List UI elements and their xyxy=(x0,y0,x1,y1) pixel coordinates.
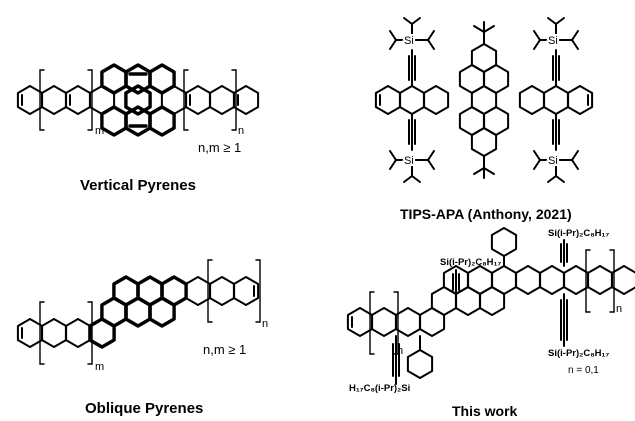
vertical-condition: n,m ≥ 1 xyxy=(198,140,241,155)
tips-si-top-left: Si xyxy=(404,35,414,47)
this-work-structure xyxy=(346,227,635,385)
this-work-subst-left-bottom: H₁₇C₈(i-Pr)₂Si xyxy=(349,383,410,394)
vertical-index-n: n xyxy=(238,125,244,137)
tips-apa-structure xyxy=(374,17,594,183)
oblique-index-n: n xyxy=(262,318,268,330)
this-work-subst-top: Si(i-Pr)₂C₈H₁₇ xyxy=(440,257,501,268)
vertical-pyrene-structure xyxy=(16,63,260,137)
this-work-subst-right-bottom: Si(i-Pr)₂C₈H₁₇ xyxy=(548,348,609,359)
vertical-caption: Vertical Pyrenes xyxy=(80,177,196,194)
oblique-pyrene-structure xyxy=(16,259,261,365)
this-work-index-right: n xyxy=(616,303,622,315)
this-work-condition: n = 0,1 xyxy=(568,365,599,376)
this-work-index-left: n xyxy=(397,345,403,357)
oblique-condition: n,m ≥ 1 xyxy=(203,342,246,357)
this-work-subst-right-top: Si(i-Pr)₂C₈H₁₇ xyxy=(548,228,609,239)
tips-si-bottom-left: Si xyxy=(404,155,414,167)
vertical-index-m: m xyxy=(95,125,104,137)
tips-si-top-right: Si xyxy=(548,35,558,47)
this-work-caption: This work xyxy=(452,403,518,419)
oblique-index-m: m xyxy=(95,361,104,373)
oblique-caption: Oblique Pyrenes xyxy=(85,400,203,417)
tips-apa-caption: TIPS-APA (Anthony, 2021) xyxy=(400,206,572,222)
tips-si-bottom-right: Si xyxy=(548,155,558,167)
